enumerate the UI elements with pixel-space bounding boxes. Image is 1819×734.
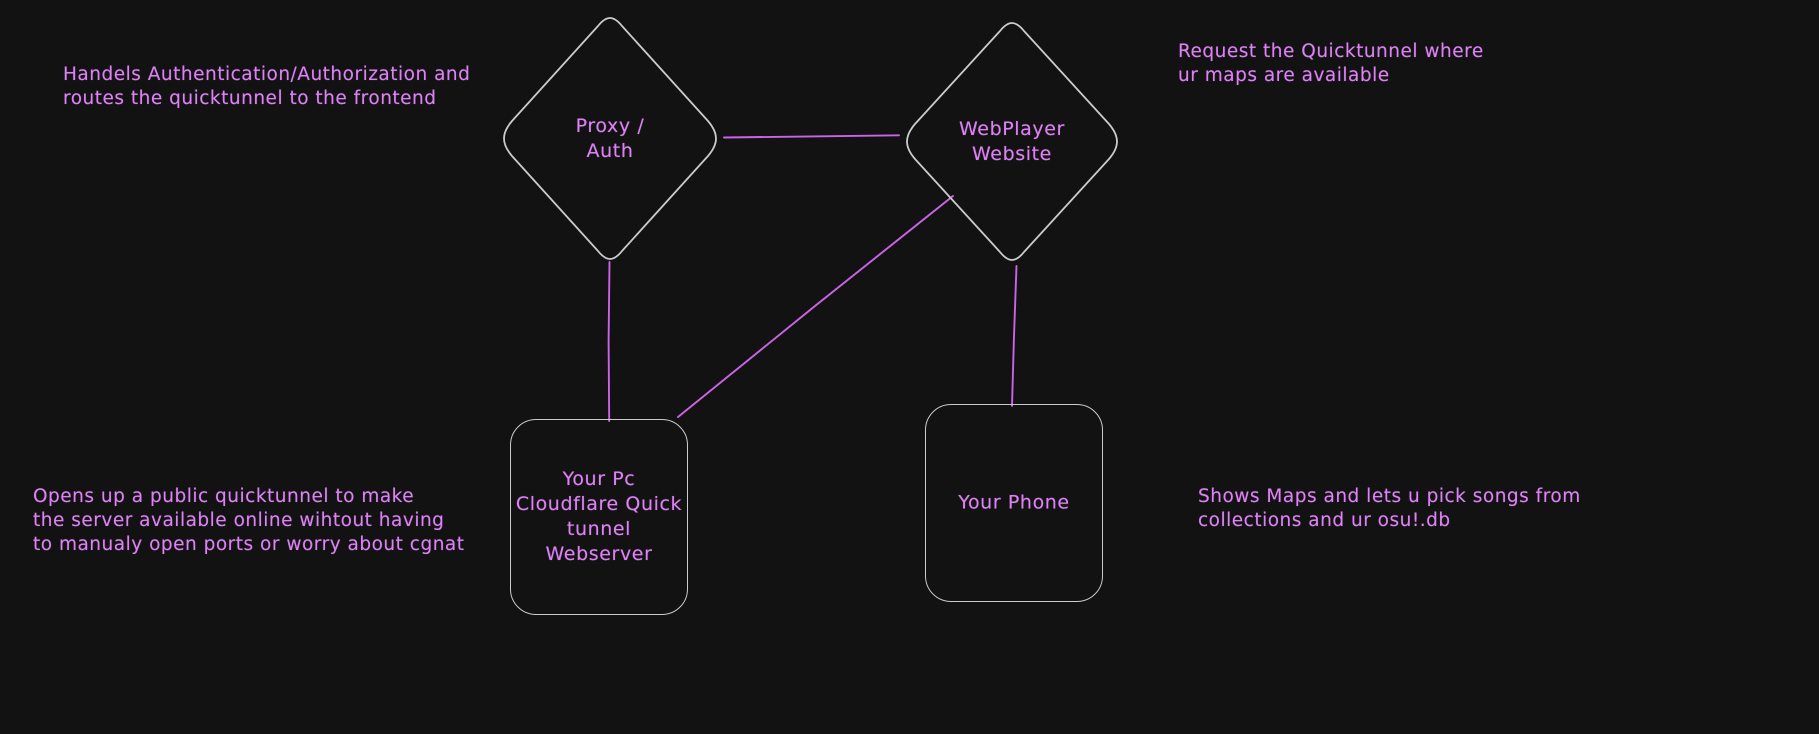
annotation-proxy-auth: Handels Authentication/Authorization and… xyxy=(63,64,471,109)
node-webplayer-website[interactable]: WebPlayer Website xyxy=(900,22,1124,262)
annotation-webplayer: Request the Quicktunnel where ur maps ar… xyxy=(1178,41,1484,86)
node-proxy-auth-label: Proxy / Auth xyxy=(575,114,645,162)
node-your-phone-label: Your Phone xyxy=(958,491,1070,514)
annotation-your-pc: Opens up a public quicktunnel to make th… xyxy=(33,486,465,555)
node-webplayer-website-label: WebPlayer Website xyxy=(959,118,1065,165)
node-proxy-auth[interactable]: Proxy / Auth xyxy=(497,17,723,260)
node-your-pc-label: Your Pc Cloudflare Quick tunnel Webserve… xyxy=(515,468,683,565)
node-your-pc[interactable]: Your Pc Cloudflare Quick tunnel Webserve… xyxy=(510,419,688,615)
node-your-phone[interactable]: Your Phone xyxy=(925,404,1103,602)
annotation-your-phone: Shows Maps and lets u pick songs from co… xyxy=(1198,486,1581,531)
